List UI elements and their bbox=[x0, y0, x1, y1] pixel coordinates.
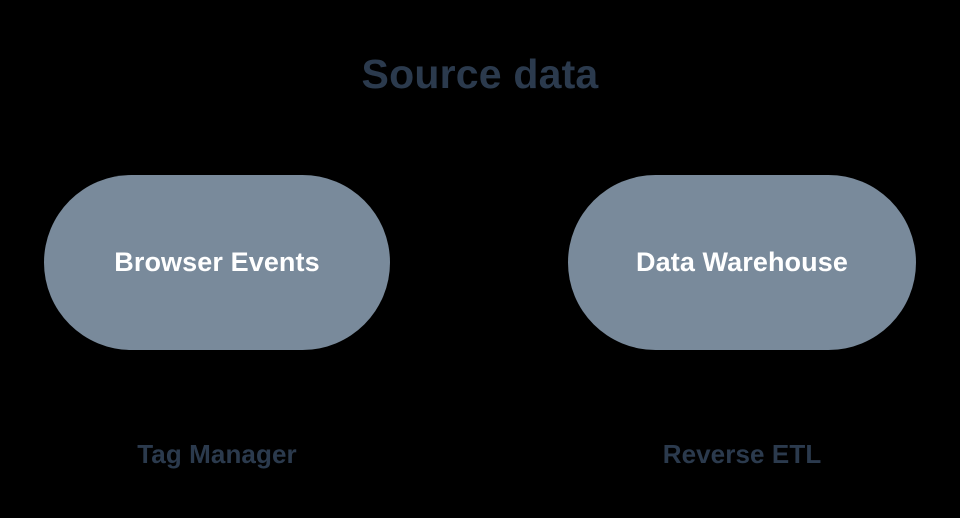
page-title: Source data bbox=[361, 51, 599, 97]
node-label-browser-events: Browser Events bbox=[114, 247, 320, 277]
node-caption-reverse-etl: Reverse ETL bbox=[662, 439, 822, 469]
node-group-browser-events: Browser Events Tag Manager bbox=[44, 175, 390, 469]
node-data-warehouse[interactable]: Data Warehouse bbox=[568, 175, 916, 350]
node-label-data-warehouse: Data Warehouse bbox=[636, 247, 848, 277]
node-caption-tag-manager: Tag Manager bbox=[137, 439, 297, 469]
node-group-data-warehouse: Data Warehouse Reverse ETL bbox=[568, 175, 916, 469]
node-browser-events[interactable]: Browser Events bbox=[44, 175, 390, 350]
